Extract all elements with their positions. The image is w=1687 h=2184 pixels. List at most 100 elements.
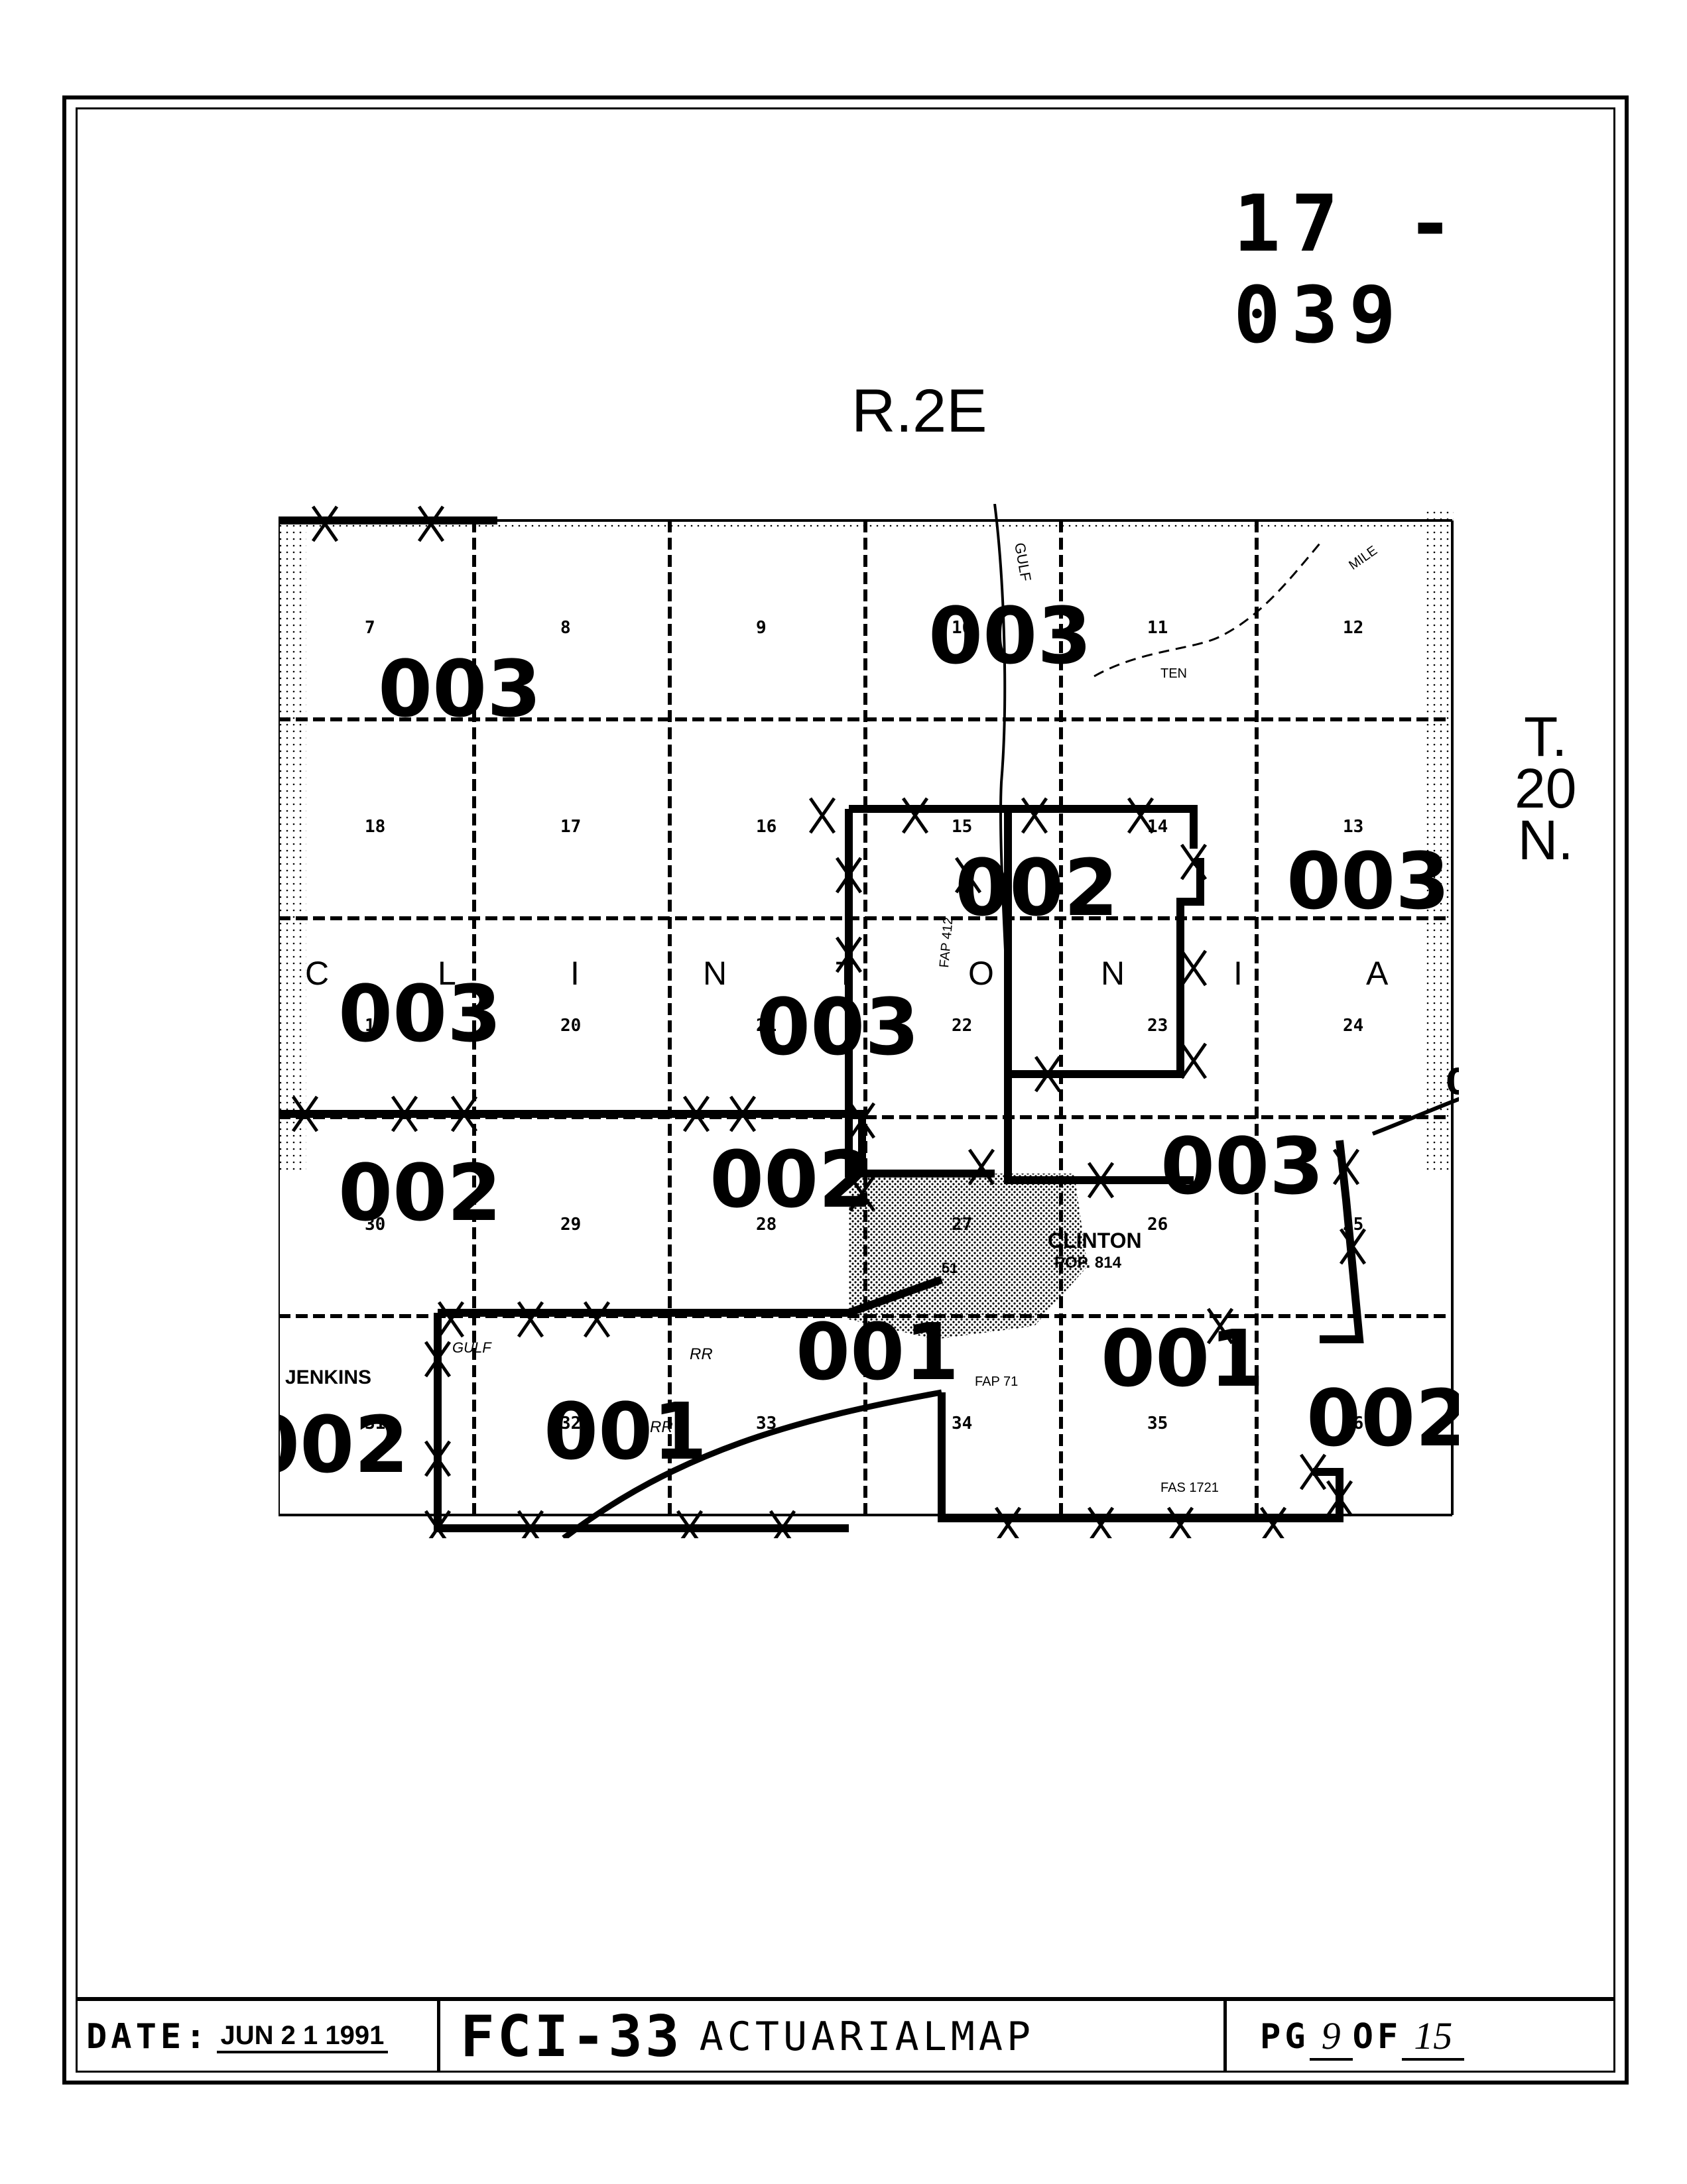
boundary-x-mark xyxy=(424,1440,452,1477)
zone-boundary xyxy=(279,1110,866,1167)
zone-code: 003 xyxy=(378,643,541,735)
boundary-x-mark xyxy=(729,1095,757,1132)
boundary-x-mark xyxy=(769,1510,796,1538)
page-of: OF xyxy=(1352,2017,1403,2057)
inner-border xyxy=(76,107,1615,2073)
boundary-x-mark xyxy=(1326,1480,1353,1517)
boundary-x-mark xyxy=(848,1102,876,1139)
outer-border xyxy=(62,95,1629,2085)
east-shading xyxy=(1426,511,1454,1174)
zone-code: 003 xyxy=(756,981,919,1073)
section-number: 18 xyxy=(365,817,385,837)
boundary-x-mark xyxy=(424,1341,452,1378)
boundary-x-mark xyxy=(835,857,863,894)
map-features xyxy=(279,504,1459,1538)
boundary-x-mark xyxy=(1180,1042,1208,1079)
boundary-x-mark xyxy=(391,1095,418,1132)
boundary-x-mark xyxy=(311,505,339,542)
zone-code: 003 xyxy=(338,968,501,1060)
section-number: 20 xyxy=(560,1016,581,1036)
label-ten: TEN xyxy=(1160,666,1187,681)
title-block: DATE: JUN 2 1 1991 FCI-33 ACTUARIALMAP P… xyxy=(76,1997,1615,2073)
label-fas-bottom: FAS 1721 xyxy=(1160,1481,1219,1495)
zone-codes: 0030030020030030030020020020030010010010… xyxy=(279,590,1459,1490)
zone-code: 002 xyxy=(338,1147,501,1239)
section-number: 26 xyxy=(1147,1215,1168,1235)
boundary-x-mark xyxy=(517,1510,544,1538)
west-shading xyxy=(280,520,306,1174)
zone-code: 003 xyxy=(1286,835,1450,927)
boundary-x-mark xyxy=(424,1510,452,1538)
label-rr-2: RR xyxy=(650,1418,673,1436)
zone-code: 002 xyxy=(279,1399,408,1490)
date-cell: DATE: JUN 2 1 1991 xyxy=(76,2001,440,2073)
zone-code: 001 xyxy=(544,1386,707,1477)
section-number: 24 xyxy=(1343,1016,1363,1036)
page-total: 15 xyxy=(1402,2014,1465,2061)
section-number: 21 xyxy=(756,1016,777,1036)
zone-code: 002 xyxy=(955,842,1118,934)
township-label-number: 20 xyxy=(1515,757,1577,819)
boundary-x-mark xyxy=(968,1148,995,1185)
section-number: 14 xyxy=(1147,817,1168,837)
section-number: 15 xyxy=(952,817,972,837)
label-fap71: FAP 71 xyxy=(975,1374,1018,1389)
zone-code: 001 xyxy=(1101,1313,1264,1404)
zone-boundary xyxy=(1004,809,1194,1184)
section-number: 12 xyxy=(1343,618,1363,638)
form-name: ACTUARIALMAP xyxy=(699,2014,1035,2060)
zone-code: 002 xyxy=(710,1134,873,1225)
township-name-letter: I xyxy=(570,955,580,992)
clinton-city-area xyxy=(849,1174,1088,1339)
place-clinton-pop: POP. 814 xyxy=(1054,1254,1122,1272)
label-gulf-north: GULF xyxy=(1011,542,1034,583)
date-label: DATE: xyxy=(86,2017,210,2057)
zone-leader-line xyxy=(1371,1097,1459,1136)
township-label-n: N. xyxy=(1517,809,1574,871)
label-hwy-51: 51 xyxy=(942,1260,958,1276)
label-gulf-south: GULF xyxy=(452,1339,492,1356)
page-cell: PG 9 OF 15 xyxy=(1227,2001,1615,2073)
section-number: 32 xyxy=(560,1414,581,1433)
section-number: 35 xyxy=(1147,1414,1168,1433)
section-number: 22 xyxy=(952,1016,972,1036)
section-number: 16 xyxy=(756,817,777,837)
boundary-x-mark xyxy=(808,797,836,834)
township-label: T. 20 N. xyxy=(1515,705,1577,871)
zone-boundary xyxy=(438,1276,944,1317)
place-jenkins: JENKINS xyxy=(285,1366,371,1388)
section-number: 9 xyxy=(756,618,767,638)
township-name-letter: L xyxy=(438,955,456,992)
township-name-letter: I xyxy=(1233,955,1243,992)
place-clinton: CLINTON xyxy=(1048,1229,1142,1252)
boundary-x-mark xyxy=(1332,1148,1360,1185)
ten-mile-creek xyxy=(1093,543,1321,678)
section-number: 29 xyxy=(560,1215,581,1235)
section-number: 31 xyxy=(365,1414,385,1433)
township-name-letter: O xyxy=(968,955,994,992)
boundary-x-mark xyxy=(1034,1056,1062,1093)
boundary-x-mark xyxy=(1180,949,1208,987)
boundary-x-mark xyxy=(994,1506,1022,1538)
boundary-x-mark xyxy=(835,936,863,973)
date-stamp: JUN 2 1 1991 xyxy=(216,2021,389,2053)
section-number: 27 xyxy=(952,1215,972,1235)
form-title-cell: FCI-33 ACTUARIALMAP xyxy=(440,2001,1227,2073)
label-fap412: FAP 412 xyxy=(937,916,956,968)
zone-code: 003 xyxy=(1160,1121,1324,1212)
boundary-x-mark xyxy=(417,505,445,542)
zone-code: 003 xyxy=(928,590,1092,682)
section-number: 8 xyxy=(560,618,571,638)
page-number: 9 xyxy=(1309,2014,1353,2061)
section-number: 17 xyxy=(560,817,581,837)
zone-code: 001 xyxy=(796,1306,959,1398)
boundary-x-mark xyxy=(1206,1307,1234,1345)
zone-boundary xyxy=(1320,1140,1364,1343)
section-number: 7 xyxy=(365,618,375,638)
boundary-x-mark xyxy=(848,1175,876,1212)
section-number: 34 xyxy=(952,1414,972,1433)
township-label-t: T. xyxy=(1524,705,1568,768)
zone-boundary xyxy=(938,1392,1343,1522)
